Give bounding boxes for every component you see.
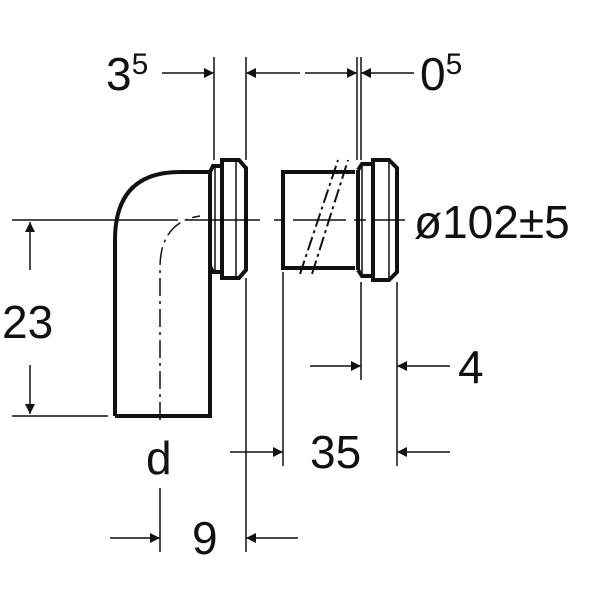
elbow-socket	[208, 158, 248, 282]
depth-label: d	[146, 432, 172, 484]
height-label: 23	[2, 296, 53, 348]
connector-pipe	[281, 159, 355, 275]
dimension-arrows	[25, 68, 450, 543]
extension-lines	[12, 57, 398, 552]
dim-top-left-label: 35	[106, 48, 148, 100]
socket-width-label: 4	[458, 341, 484, 393]
offset-label: 9	[192, 512, 218, 564]
diameter-label: ø102±5	[414, 196, 570, 248]
dim-top-right-label: 05	[420, 48, 462, 100]
spigot-length-label: 35	[310, 426, 361, 478]
elbow-bend	[113, 170, 212, 420]
